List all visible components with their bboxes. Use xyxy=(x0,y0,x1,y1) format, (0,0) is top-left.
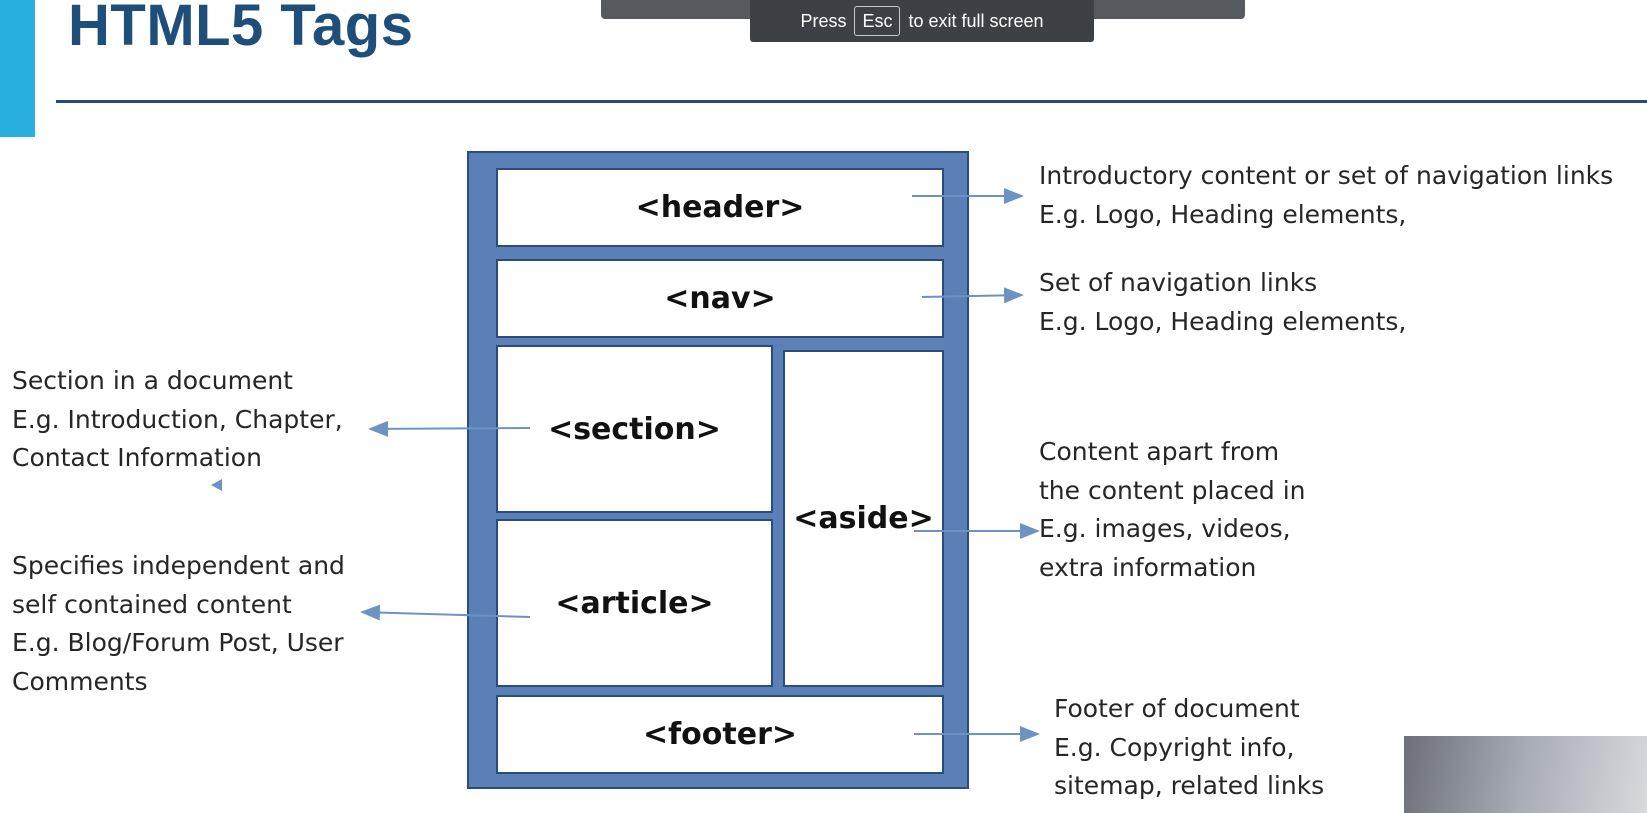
title-underline xyxy=(56,100,1647,103)
nav-annotation-line: Set of navigation links xyxy=(1039,268,1318,297)
aside-annotation-line: E.g. images, videos, xyxy=(1039,514,1291,543)
fullscreen-exit-notice: Press Esc to exit full screen xyxy=(750,0,1094,42)
aside-annotation-line: extra information xyxy=(1039,552,1257,582)
aside-tag-box: <aside> xyxy=(783,350,944,687)
section-annotation-line: Section in a document xyxy=(12,366,293,395)
fullscreen-exit-text: to exit full screen xyxy=(908,10,1044,31)
aside-annotation-line: Content apart from xyxy=(1039,437,1280,466)
nav-annotation: Set of navigation links E.g. Logo, Headi… xyxy=(1039,264,1406,341)
article-annotation-line: Specifies independent and xyxy=(12,551,345,580)
article-annotation-line: self contained content xyxy=(12,589,292,619)
header-tag-box: <header> xyxy=(496,168,944,247)
nav-arrow xyxy=(921,287,1024,304)
section-arrow xyxy=(368,420,531,437)
article-arrow xyxy=(360,604,531,621)
article-annotation-line: E.g. Blog/Forum Post, User xyxy=(12,628,344,657)
section-annotation-line: Contact Information xyxy=(12,443,262,472)
nav-tag-box: <nav> xyxy=(496,259,944,338)
title-accent-bar xyxy=(0,0,35,137)
article-annotation: Specifies independent and self contained… xyxy=(12,547,345,701)
header-annotation-line: Introductory content or set of navigatio… xyxy=(1039,161,1614,190)
stray-arrowhead xyxy=(211,479,222,491)
header-annotation-line: E.g. Logo, Heading elements, xyxy=(1039,199,1407,229)
footer-annotation-line: Footer of document xyxy=(1054,694,1300,723)
section-tag-box: <section> xyxy=(496,345,773,513)
section-annotation-line: E.g. Introduction, Chapter, xyxy=(12,404,343,434)
fullscreen-press-text: Press xyxy=(800,10,847,31)
footer-annotation: Footer of document E.g. Copyright info, … xyxy=(1054,690,1324,806)
presenter-video-thumbnail xyxy=(1404,736,1647,813)
footer-annotation-line: E.g. Copyright info, xyxy=(1054,732,1295,762)
article-annotation-line: Comments xyxy=(12,666,148,696)
esc-key-badge: Esc xyxy=(854,6,901,36)
slide-title: HTML5 Tags xyxy=(68,0,414,58)
nav-annotation-line: E.g. Logo, Heading elements, xyxy=(1039,306,1407,336)
section-annotation: Section in a document E.g. Introduction,… xyxy=(12,362,343,478)
article-tag-box: <article> xyxy=(496,519,773,687)
header-annotation: Introductory content or set of navigatio… xyxy=(1039,157,1613,234)
footer-annotation-line: sitemap, related links xyxy=(1054,771,1325,800)
aside-annotation-line: the content placed in xyxy=(1039,475,1306,505)
aside-annotation: Content apart from the content placed in… xyxy=(1039,433,1306,587)
footer-tag-box: <footer> xyxy=(496,695,944,774)
